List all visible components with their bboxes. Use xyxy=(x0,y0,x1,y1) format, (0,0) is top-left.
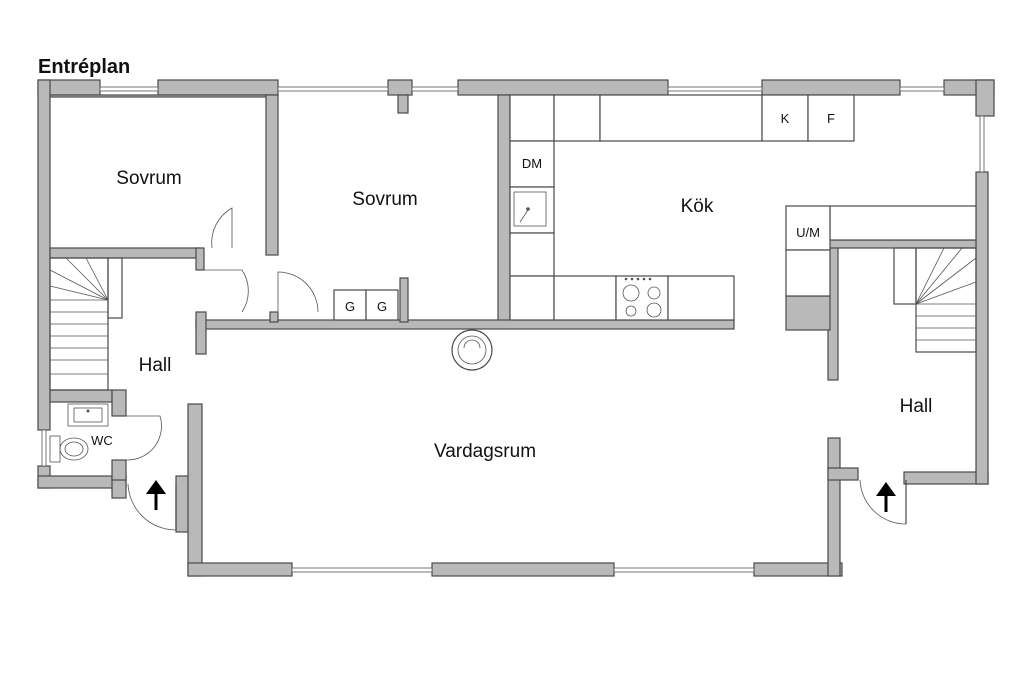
room-label-bedroom-1: Sovrum xyxy=(116,168,181,189)
stairs-right xyxy=(893,247,977,353)
fixture-labels: K F DM U/M G G xyxy=(345,111,835,314)
room-label-hall-right: Hall xyxy=(900,396,933,417)
room-label-hall-left: Hall xyxy=(139,355,172,376)
interior-walls xyxy=(49,94,977,481)
microwave-label: U/M xyxy=(796,225,820,240)
kitchen-counters xyxy=(509,94,977,321)
room-label-living-room: Vardagsrum xyxy=(434,441,536,462)
plan-title: Entréplan xyxy=(38,56,130,78)
stove-burners-icon xyxy=(622,277,662,318)
dishwasher xyxy=(509,140,555,188)
stairs-left xyxy=(49,257,123,391)
wardrobes xyxy=(333,289,399,321)
fireplace-icon xyxy=(451,329,493,371)
doors xyxy=(125,207,907,531)
room-label-kitchen: Kök xyxy=(681,196,714,217)
sink-icon xyxy=(513,191,547,227)
fridge-label: K xyxy=(781,111,790,126)
freezer-label: F xyxy=(827,111,835,126)
freezer xyxy=(807,94,855,142)
wardrobe-label-2: G xyxy=(377,299,387,314)
wardrobe-label-1: G xyxy=(345,299,355,314)
entrance-arrow-left-icon xyxy=(146,480,166,510)
windows xyxy=(41,86,985,573)
room-label-wc: WC xyxy=(91,433,113,448)
room-labels: Sovrum Sovrum Kök Hall Hall Vardagsrum W… xyxy=(91,168,932,462)
entrance-arrow-right-icon xyxy=(876,482,896,512)
dishwasher-label: DM xyxy=(522,156,542,171)
room-label-bedroom-2: Sovrum xyxy=(352,189,417,210)
wc-fixtures xyxy=(49,403,109,463)
